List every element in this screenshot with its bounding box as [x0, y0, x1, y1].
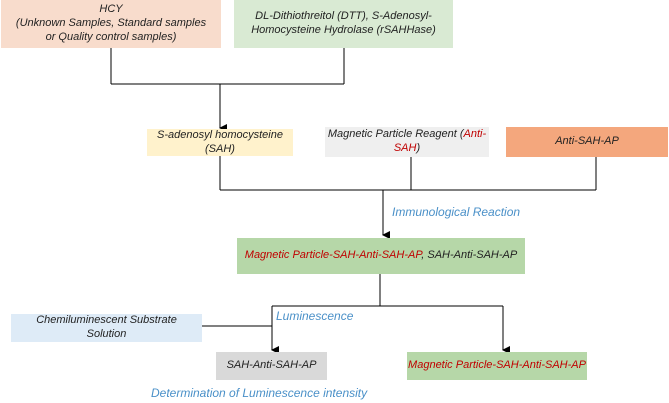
complex-red-text: Magnetic Particle-SAH-Anti-SAH-AP — [244, 249, 422, 262]
dtt-line1: DL-Dithiothreitol (DTT), S-Adenosyl- — [255, 10, 432, 23]
dtt-line2: Homocysteine Hydrolase (rSAHHase) — [251, 24, 436, 36]
sah-text: S-adenosyl homocysteine (SAH) — [157, 128, 283, 155]
immunological-reaction-label: Immunological Reaction — [392, 205, 521, 219]
chemiluminescent-substrate-box: Chemiluminescent Substrate Solution — [11, 314, 202, 342]
dtt-reagent-box: DL-Dithiothreitol (DTT), S-Adenosyl- Hom… — [234, 0, 453, 48]
mpr-line1-b: Anti- — [463, 128, 487, 141]
sah-box: S-adenosyl homocysteine (SAH) — [147, 129, 293, 156]
mpr-line2-b: ) — [416, 142, 421, 154]
hcy-line2: (Unknown Samples, Standard samples — [15, 17, 207, 30]
substrate-line1: Chemiluminescent Substrate — [36, 314, 177, 327]
mpr-line1-a: Magnetic Particle Reagent ( — [327, 128, 464, 141]
mpr-line2-a: SAH — [393, 142, 417, 154]
magnetic-particle-complex-box: Magnetic Particle-SAH-Anti-SAH-AP — [407, 352, 587, 380]
determination-label: Determination of Luminescence intensity — [151, 386, 368, 400]
complex-black-text: , SAH-Anti-SAH-AP — [421, 249, 518, 262]
luminescence-label: Luminescence — [276, 309, 354, 323]
anti-sah-ap-text: Anti-SAH-AP — [555, 135, 619, 148]
hcy-title: HCY — [99, 3, 123, 16]
sah-anti-sah-ap-box: SAH-Anti-SAH-AP — [216, 352, 327, 380]
substrate-line2: Solution — [86, 328, 127, 340]
complex-box: Magnetic Particle-SAH-Anti-SAH-AP, SAH-A… — [237, 238, 525, 274]
hcy-samples-box: HCY (Unknown Samples, Standard samples o… — [1, 0, 221, 48]
anti-sah-ap-box: Anti-SAH-AP — [506, 127, 668, 157]
magnetic-particle-reagent-box: Magnetic Particle Reagent (Anti- SAH) — [325, 127, 489, 157]
hcy-line3: or Quality control samples) — [45, 30, 177, 43]
sah-anti-sah-ap-text: SAH-Anti-SAH-AP — [226, 359, 317, 372]
magnetic-particle-complex-text: Magnetic Particle-SAH-Anti-SAH-AP — [408, 359, 586, 372]
